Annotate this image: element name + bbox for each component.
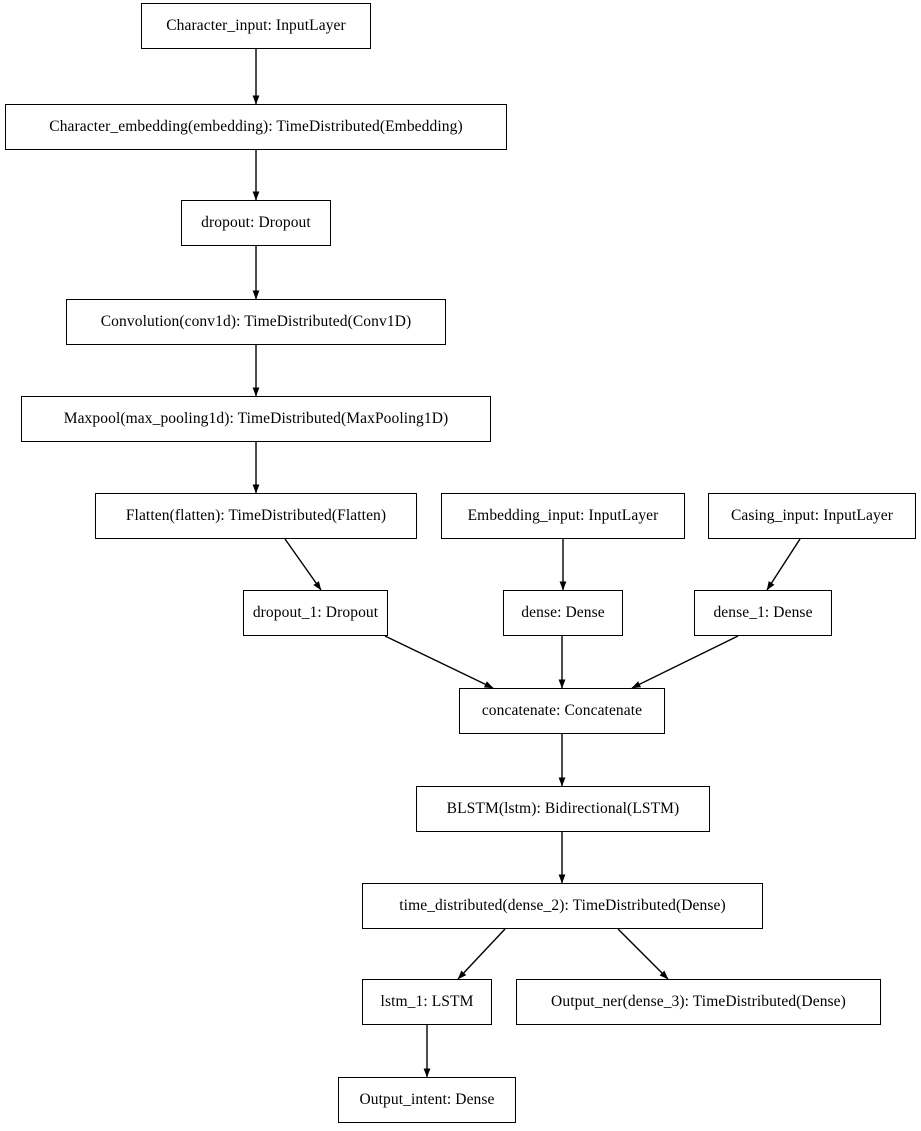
node-label-blstm: BLSTM(lstm): Bidirectional(LSTM) — [446, 800, 680, 818]
node-label-embedding_input: Embedding_input: InputLayer — [467, 507, 659, 525]
node-label-casing_input: Casing_input: InputLayer — [730, 507, 894, 525]
node-embedding_input[interactable]: Embedding_input: InputLayer — [441, 493, 685, 539]
node-label-character_embedding: Character_embedding(embedding): TimeDist… — [49, 118, 463, 136]
node-label-dropout_1: dropout_1: Dropout — [252, 604, 379, 622]
node-flatten[interactable]: Flatten(flatten): TimeDistributed(Flatte… — [95, 493, 417, 539]
edge-dense_1-to-concatenate — [631, 635, 739, 689]
edge-time_distributed-to-lstm_1 — [457, 928, 506, 980]
node-dense_1[interactable]: dense_1: Dense — [694, 590, 832, 636]
node-casing_input[interactable]: Casing_input: InputLayer — [708, 493, 916, 539]
node-maxpool[interactable]: Maxpool(max_pooling1d): TimeDistributed(… — [21, 396, 491, 442]
node-dense[interactable]: dense: Dense — [503, 590, 623, 636]
node-label-convolution: Convolution(conv1d): TimeDistributed(Con… — [100, 313, 412, 331]
node-label-concatenate: concatenate: Concatenate — [481, 702, 643, 720]
edge-dropout_1-to-concatenate — [384, 635, 494, 689]
node-dropout_1[interactable]: dropout_1: Dropout — [243, 590, 388, 636]
node-label-time_distributed: time_distributed(dense_2): TimeDistribut… — [399, 897, 726, 915]
edge-flatten-to-dropout_1 — [284, 538, 322, 591]
node-convolution[interactable]: Convolution(conv1d): TimeDistributed(Con… — [66, 299, 446, 345]
edge-time_distributed-to-output_ner — [617, 928, 669, 980]
node-label-flatten: Flatten(flatten): TimeDistributed(Flatte… — [125, 507, 387, 525]
edge-casing_input-to-dense_1 — [766, 538, 801, 591]
node-character_input[interactable]: Character_input: InputLayer — [141, 3, 371, 49]
node-label-output_intent: Output_intent: Dense — [359, 1091, 495, 1109]
node-output_intent[interactable]: Output_intent: Dense — [338, 1077, 516, 1123]
node-blstm[interactable]: BLSTM(lstm): Bidirectional(LSTM) — [416, 786, 710, 832]
node-lstm_1[interactable]: lstm_1: LSTM — [362, 979, 492, 1025]
node-label-output_ner: Output_ner(dense_3): TimeDistributed(Den… — [551, 993, 846, 1011]
node-character_embedding[interactable]: Character_embedding(embedding): TimeDist… — [5, 104, 507, 150]
node-label-dense: dense: Dense — [521, 604, 605, 622]
node-label-maxpool: Maxpool(max_pooling1d): TimeDistributed(… — [63, 410, 449, 428]
node-label-lstm_1: lstm_1: LSTM — [380, 993, 474, 1011]
node-label-dropout: dropout: Dropout — [201, 214, 311, 232]
node-label-character_input: Character_input: InputLayer — [166, 17, 346, 35]
node-concatenate[interactable]: concatenate: Concatenate — [459, 688, 665, 734]
node-time_distributed[interactable]: time_distributed(dense_2): TimeDistribut… — [362, 883, 763, 929]
node-dropout[interactable]: dropout: Dropout — [181, 200, 331, 246]
node-label-dense_1: dense_1: Dense — [713, 604, 813, 622]
node-output_ner[interactable]: Output_ner(dense_3): TimeDistributed(Den… — [516, 979, 881, 1025]
